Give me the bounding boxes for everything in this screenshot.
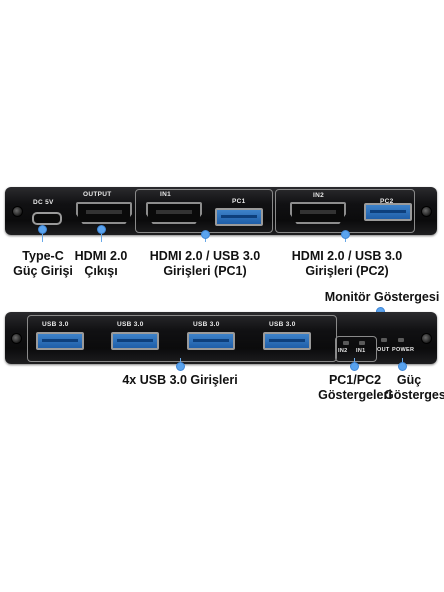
caption-pc-indicators: PC1/PC2 Göstergeleri	[318, 373, 392, 403]
caption-text: HDMI 2.0 Çıkışı	[74, 249, 128, 278]
caption-text: Type-C Güç Girişi	[13, 249, 73, 278]
caption-hdmi-output: HDMI 2.0 Çıkışı	[68, 249, 134, 279]
callout-dot	[97, 225, 106, 234]
in2-label: IN2	[313, 192, 325, 199]
caption-pc1-inputs: HDMI 2.0 / USB 3.0 Girişleri (PC1)	[140, 249, 270, 279]
power-led-label: POWER	[392, 347, 415, 353]
type-c-port	[32, 212, 62, 225]
switch-front-panel: USB 3.0 USB 3.0 USB 3.0 USB 3.0 IN2 IN1 …	[5, 312, 437, 364]
switch-rear-panel: DC 5V OUTPUT IN1 PC1 IN2 PC2	[5, 187, 437, 235]
out-led	[381, 338, 387, 342]
hdmi-output-port	[76, 202, 132, 224]
usb-label: USB 3.0	[117, 321, 144, 328]
pc1-label: PC1	[232, 198, 246, 205]
caption-usb-inputs: 4x USB 3.0 Girişleri	[110, 373, 250, 388]
screw	[11, 333, 22, 344]
in2-led-label: IN2	[338, 348, 348, 354]
dc5v-label: DC 5V	[33, 199, 54, 206]
out-led-label: OUT	[377, 347, 390, 353]
screw	[421, 333, 432, 344]
pc2-label: PC2	[380, 198, 394, 205]
screw	[421, 206, 432, 217]
caption-pc2-inputs: HDMI 2.0 / USB 3.0 Girişleri (PC2)	[282, 249, 412, 279]
usb-pc1-port	[215, 208, 263, 226]
caption-monitor-indicator: Monitör Göstergesi	[322, 290, 442, 305]
in1-label: IN1	[160, 191, 172, 198]
usb-3-port	[111, 332, 159, 350]
caption-text: Güç Göstergesi	[384, 373, 444, 402]
caption-text: Monitör Göstergesi	[324, 290, 440, 304]
callout-dot	[38, 225, 47, 234]
callout-line	[42, 228, 43, 242]
caption-text: PC1/PC2 Göstergeleri	[318, 373, 392, 402]
caption-text: HDMI 2.0 / USB 3.0 Girişleri (PC2)	[291, 249, 403, 278]
caption-text: HDMI 2.0 / USB 3.0 Girişleri (PC1)	[149, 249, 261, 278]
caption-text: 4x USB 3.0 Girişleri	[122, 373, 238, 387]
usb-3-port	[187, 332, 235, 350]
output-label: OUTPUT	[83, 191, 112, 198]
usb-3-port	[36, 332, 84, 350]
callout-dot	[176, 362, 185, 371]
callout-dot	[341, 230, 350, 239]
usb-label: USB 3.0	[269, 321, 296, 328]
usb-3-port	[263, 332, 311, 350]
in1-led	[359, 341, 365, 345]
caption-power-indicator: Güç Göstergesi	[384, 373, 444, 403]
usb-label: USB 3.0	[42, 321, 69, 328]
caption-type-c-power: Type-C Güç Girişi	[5, 249, 81, 279]
power-led	[398, 338, 404, 342]
usb-label: USB 3.0	[193, 321, 220, 328]
hdmi-in2-port	[290, 202, 346, 224]
callout-dot	[350, 362, 359, 371]
hdmi-in1-port	[146, 202, 202, 224]
callout-dot	[398, 362, 407, 371]
usb-pc2-port	[364, 203, 412, 221]
in1-led-label: IN1	[356, 348, 366, 354]
callout-line	[101, 228, 102, 242]
callout-dot	[201, 230, 210, 239]
screw	[12, 206, 23, 217]
pc-indicator-group	[335, 336, 377, 362]
in2-led	[343, 341, 349, 345]
